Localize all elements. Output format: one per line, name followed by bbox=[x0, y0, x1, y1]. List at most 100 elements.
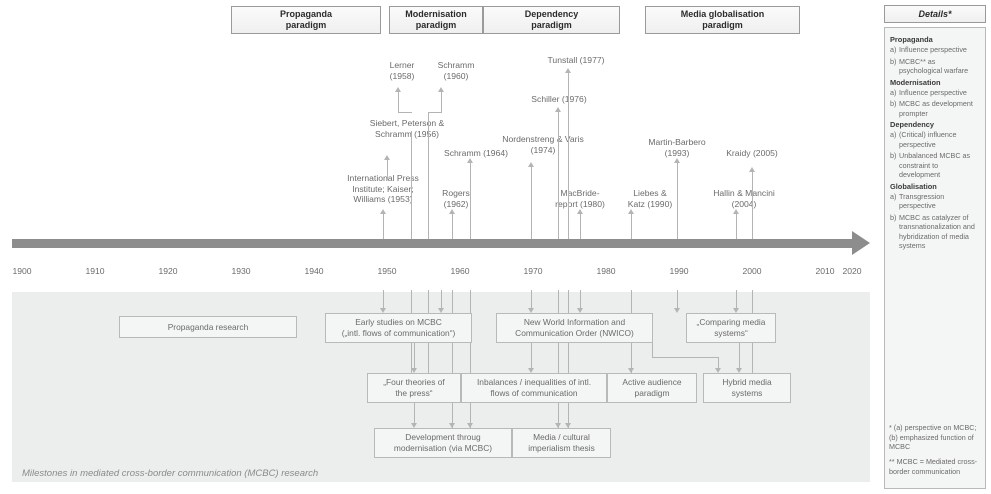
details-item-text: Influence perspective bbox=[899, 45, 967, 54]
connector-arrow-down bbox=[411, 423, 417, 428]
axis-year-1930: 1930 bbox=[231, 266, 251, 276]
axis-year-1900: 1900 bbox=[12, 266, 32, 276]
connector-line bbox=[568, 290, 569, 428]
details-item: b)MCBC as development prompter bbox=[890, 99, 980, 118]
paradigm-box-2: Dependency paradigm bbox=[483, 6, 620, 34]
connector-line bbox=[531, 343, 532, 368]
citation-ipi-kaiser-williams-1953: International Press Institute; Kaiser; W… bbox=[347, 173, 419, 205]
connector-line bbox=[398, 112, 412, 113]
process-box-development-modernisation: Development throug modernisation (via MC… bbox=[374, 428, 512, 458]
axis-year-1970: 1970 bbox=[523, 266, 543, 276]
axis-year-1990: 1990 bbox=[669, 266, 689, 276]
connector-line bbox=[631, 343, 632, 368]
details-item-marker: a) bbox=[890, 130, 897, 139]
process-box-media-cultural-imperialism: Media / cultural imperialism thesis bbox=[512, 428, 611, 458]
connector-line bbox=[441, 92, 442, 113]
details-item-text: MCBC** as psychological warfare bbox=[899, 56, 969, 76]
details-item-marker: a) bbox=[890, 45, 897, 54]
connector-line bbox=[470, 162, 471, 239]
connector-line bbox=[752, 172, 753, 239]
connector-arrow-down bbox=[565, 423, 571, 428]
details-item: b)MCBC as catalyzer of transnationalizat… bbox=[890, 213, 980, 251]
details-item-text: Unbalanced MCBC as constraint to develop… bbox=[899, 151, 971, 179]
connector-line bbox=[398, 92, 399, 113]
citation-siebert-peterson-schramm-1956: Siebert, Peterson & Schramm (1956) bbox=[369, 118, 445, 139]
connector-arrow-down bbox=[467, 423, 473, 428]
connector-line bbox=[677, 163, 678, 239]
details-item: a)Transgression perspective bbox=[890, 192, 980, 211]
citation-lerner-1958: Lerner (1958) bbox=[389, 60, 415, 81]
citation-macbride-report-1980: MacBride- report (1980) bbox=[555, 188, 605, 209]
connector-arrow-up bbox=[395, 87, 401, 92]
connector-arrow-up bbox=[733, 209, 739, 214]
connector-line bbox=[736, 213, 737, 239]
details-footnote-2: ** MCBC = Mediated cross-border communic… bbox=[889, 457, 978, 476]
connector-line bbox=[652, 357, 718, 358]
connector-arrow-down bbox=[628, 368, 634, 373]
details-item: a)Influence perspective bbox=[890, 88, 980, 98]
connector-line bbox=[558, 112, 559, 239]
citation-nordenstreng-varis-1974: Nordenstreng & Varis (1974) bbox=[502, 134, 584, 155]
connector-arrow-down bbox=[555, 423, 561, 428]
axis-year-2000: 2000 bbox=[742, 266, 762, 276]
paradigm-box-1: Modernisation paradigm bbox=[389, 6, 483, 34]
connector-arrow-down bbox=[438, 308, 444, 313]
details-item-marker: b) bbox=[890, 151, 897, 160]
connector-arrow-up bbox=[528, 162, 534, 167]
connector-line bbox=[411, 131, 412, 239]
connector-line bbox=[631, 213, 632, 239]
connector-line bbox=[580, 213, 581, 239]
paradigm-box-3: Media globalisation paradigm bbox=[645, 6, 800, 34]
paradigm-box-0: Propaganda paradigm bbox=[231, 6, 381, 34]
connector-line bbox=[558, 290, 559, 428]
process-box-active-audience-paradigm: Active audience paradigm bbox=[607, 373, 697, 403]
connector-arrow-up bbox=[577, 209, 583, 214]
connector-arrow-up bbox=[674, 158, 680, 163]
connector-arrow-down bbox=[733, 308, 739, 313]
connector-line bbox=[452, 290, 453, 428]
details-item-marker: a) bbox=[890, 191, 897, 201]
connector-line bbox=[677, 290, 678, 308]
process-box-hybrid-media-systems: Hybrid media systems bbox=[703, 373, 791, 403]
details-item-marker: b) bbox=[890, 56, 897, 66]
connector-line bbox=[736, 290, 737, 308]
connector-line bbox=[531, 290, 532, 308]
process-box-comparing-media-systems: „Comparing media systems“ bbox=[686, 313, 776, 343]
connector-arrow-up bbox=[467, 158, 473, 163]
process-box-inbalances-inequalities: Inbalances / inequalities of intl. flows… bbox=[461, 373, 607, 403]
connector-line bbox=[568, 73, 569, 239]
connector-line bbox=[383, 290, 384, 308]
connector-line bbox=[580, 290, 581, 308]
timeline-axis-arrowhead bbox=[852, 231, 870, 255]
details-item-text: MCBC as development prompter bbox=[899, 99, 973, 118]
connector-arrow-up bbox=[438, 87, 444, 92]
details-item: b)MCBC** as psychological warfare bbox=[890, 57, 980, 76]
citation-schiller-1976: Schiller (1976) bbox=[531, 94, 587, 104]
connector-line bbox=[531, 167, 532, 239]
connector-line bbox=[428, 112, 442, 113]
connector-line bbox=[441, 290, 442, 308]
details-item-marker: b) bbox=[890, 212, 897, 222]
connector-arrow-down bbox=[674, 308, 680, 313]
connector-arrow-down bbox=[528, 308, 534, 313]
connector-arrow-down bbox=[528, 368, 534, 373]
details-item: b)Unbalanced MCBC as constraint to devel… bbox=[890, 151, 980, 180]
process-box-early-studies-mcbc: Early studies on MCBC („intl. flows of c… bbox=[325, 313, 472, 343]
process-box-nwico: New World Information and Communication … bbox=[496, 313, 653, 343]
connector-arrow-up bbox=[628, 209, 634, 214]
connector-arrow-up bbox=[749, 167, 755, 172]
process-box-propaganda-research: Propaganda research bbox=[119, 316, 297, 338]
details-item: a)(Critical) influence perspective bbox=[890, 130, 980, 149]
figure-caption: Milestones in mediated cross-border comm… bbox=[22, 468, 319, 479]
citation-tunstall-1977: Tunstall (1977) bbox=[547, 55, 605, 65]
axis-year-1960: 1960 bbox=[450, 266, 470, 276]
connector-arrow-down bbox=[577, 308, 583, 313]
connector-arrow-up bbox=[555, 107, 561, 112]
connector-line bbox=[387, 158, 388, 180]
details-footnote-1: * (a) perspective on MCBC; (b) emphasize… bbox=[889, 423, 977, 452]
connector-line bbox=[414, 343, 415, 368]
citation-schramm-1964: Schramm (1964) bbox=[444, 148, 508, 158]
axis-year-1910: 1910 bbox=[85, 266, 105, 276]
